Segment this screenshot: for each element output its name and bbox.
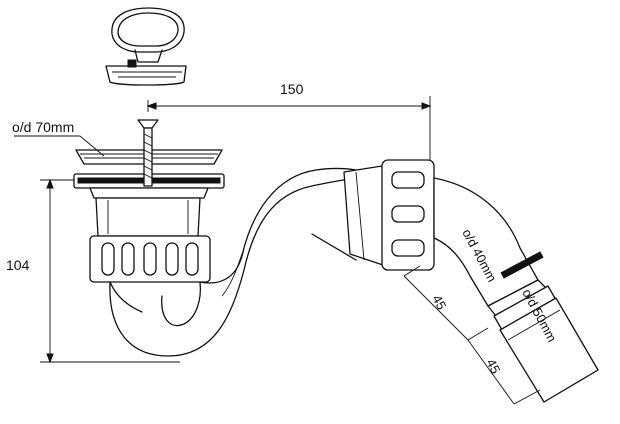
- dimension-104-label: 104: [6, 257, 30, 273]
- strainer-nut: [89, 235, 211, 283]
- elbow-outlet: [433, 177, 599, 403]
- dimension-150: 150: [146, 81, 432, 160]
- label-od-70: o/d 70mm: [12, 119, 105, 157]
- dimension-104: 104: [6, 178, 180, 364]
- dimension-45-first: 45: [403, 265, 489, 341]
- dimension-45-second-label: 45: [483, 356, 503, 376]
- dimension-45-first-label: 45: [429, 292, 449, 312]
- od-70-label: o/d 70mm: [12, 119, 74, 135]
- plug-with-handle: [105, 7, 187, 86]
- screw: [137, 119, 159, 187]
- s-trap-tube: [109, 167, 357, 357]
- outlet-coupling: [343, 159, 435, 271]
- dimension-150-label: 150: [280, 81, 304, 97]
- dimension-45-second: 45: [467, 339, 541, 405]
